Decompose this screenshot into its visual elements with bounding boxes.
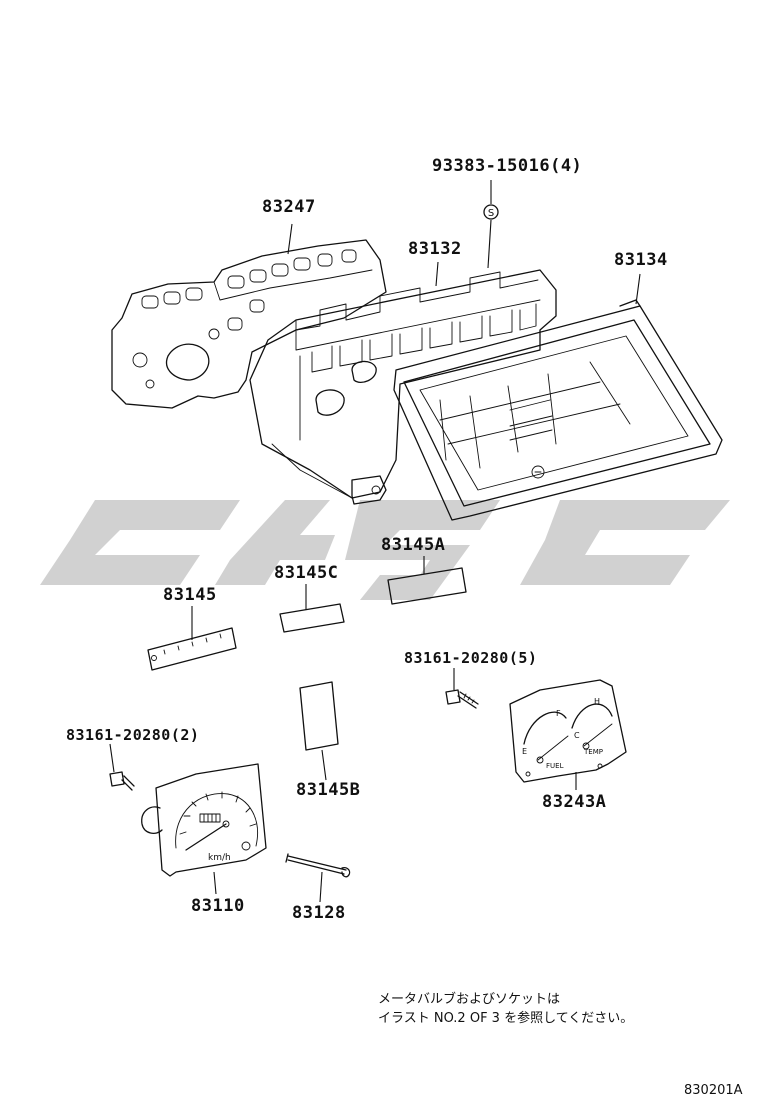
speedo-unit-label: km/h <box>208 853 231 863</box>
temp-cold-mark: C <box>574 731 580 740</box>
reset-knob-83128 <box>285 853 351 878</box>
screw-83161-upper <box>445 689 479 709</box>
label-83247: 83247 <box>262 197 316 217</box>
label-83161-20280-2: 83161-20280(2) <box>66 726 200 744</box>
label-83145A: 83145A <box>381 535 446 555</box>
reference-note: メータバルブおよびソケットは イラスト NO.2 OF 3 を参照してください。 <box>378 990 633 1028</box>
screw-marker-symbol: S <box>488 208 494 219</box>
label-83110: 83110 <box>191 896 245 916</box>
reference-note-line2: イラスト NO.2 OF 3 を参照してください。 <box>378 1011 634 1026</box>
reference-note-line1: メータバルブおよびソケットは <box>378 992 561 1007</box>
watermark-logo <box>40 500 730 600</box>
label-93383-15016: 93383-15016(4) <box>432 156 583 176</box>
temp-label: TEMP <box>583 748 603 756</box>
light-guide-83145C <box>279 603 345 633</box>
label-83243A: 83243A <box>542 792 607 812</box>
light-guide-83145A <box>387 567 467 605</box>
label-83132: 83132 <box>408 239 462 259</box>
screw-marker-93383: S <box>483 204 499 220</box>
figure-id: 830201A <box>684 1083 743 1098</box>
light-guide-83145 <box>147 627 237 671</box>
fuel-temp-gauge-83243A: E F FUEL C H TEMP <box>509 679 627 783</box>
label-83145B: 83145B <box>296 780 361 800</box>
circuit-plate-83247 <box>111 239 387 409</box>
light-guide-83145B <box>299 681 339 751</box>
fuel-full-mark: F <box>556 709 561 718</box>
meter-glass-83134 <box>393 299 723 521</box>
fuel-label: FUEL <box>546 762 564 770</box>
speedometer-83110: km/h <box>141 763 267 877</box>
label-83145: 83145 <box>163 585 217 605</box>
label-83145C: 83145C <box>274 563 339 583</box>
label-83134: 83134 <box>614 250 668 270</box>
meter-case-83132 <box>249 269 557 505</box>
screw-83161-lower <box>109 771 135 791</box>
fuel-empty-mark: E <box>522 747 527 756</box>
label-83161-20280-5: 83161-20280(5) <box>404 649 538 667</box>
label-83128: 83128 <box>292 903 346 923</box>
leader-lines <box>109 180 641 903</box>
temp-hot-mark: H <box>594 697 600 706</box>
